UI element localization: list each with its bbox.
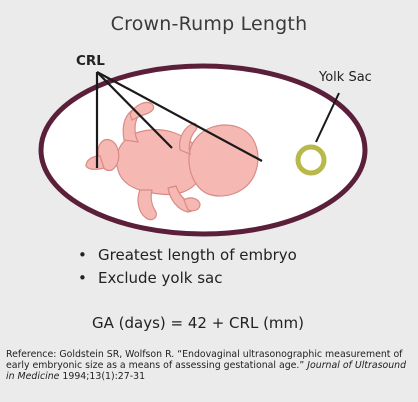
bullet-text: Greatest length of embryo — [98, 246, 297, 264]
bullet-list: • Greatest length of embryo • Exclude yo… — [78, 244, 297, 290]
bullet-item: • Greatest length of embryo — [78, 244, 297, 267]
crl-diagram — [0, 0, 418, 250]
yolk-sac-label: Yolk Sac — [319, 70, 372, 85]
bullet-text: Exclude yolk sac — [98, 269, 222, 287]
crl-label: CRL — [76, 53, 105, 69]
reference-volume: 1994;13(1):27-31 — [59, 371, 145, 382]
bullet-dot: • — [78, 267, 87, 290]
bullet-dot: • — [78, 244, 87, 267]
ga-formula: GA (days) = 42 + CRL (mm) — [0, 314, 373, 332]
reference-citation: Reference: Goldstein SR, Wolfson R. “End… — [6, 349, 414, 382]
yolk-sac — [298, 147, 324, 173]
bullet-item: • Exclude yolk sac — [78, 267, 297, 290]
